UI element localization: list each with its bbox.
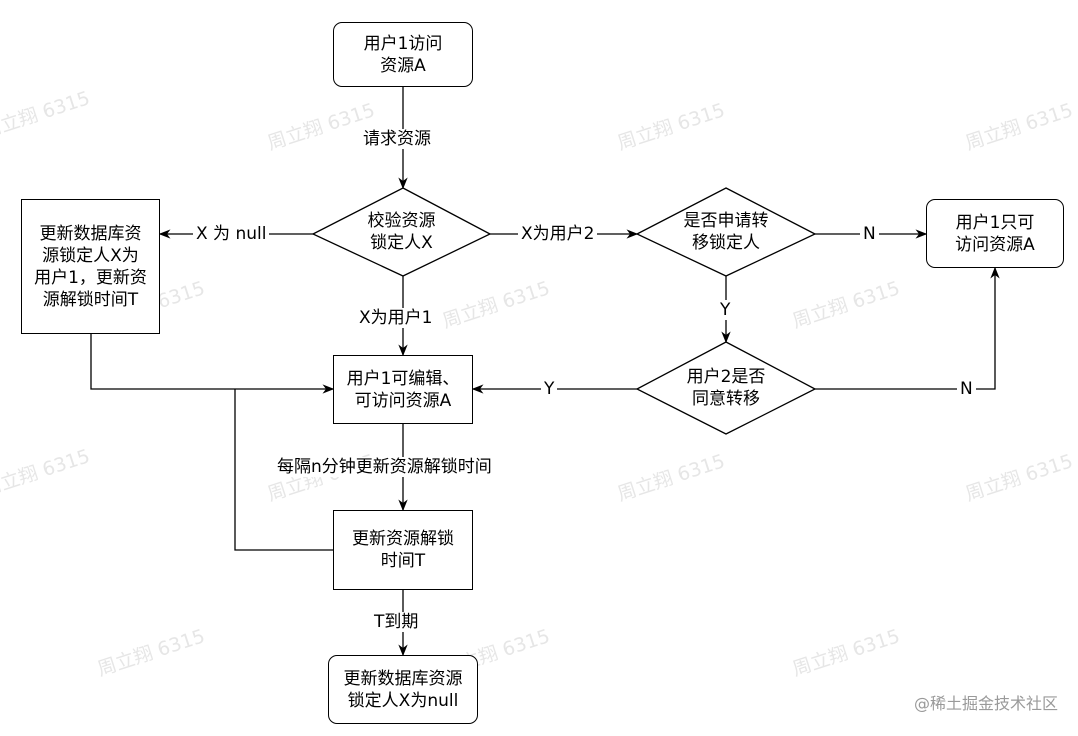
edge-update-lock-to-editable: [90, 334, 335, 394]
node-start: 用户1访问资源A: [333, 22, 473, 87]
label-request: 请求资源: [360, 129, 434, 149]
label-every-n-min: 每隔n分钟更新资源解锁时间: [274, 457, 495, 477]
node-end: 更新数据库资源锁定人X为null: [328, 655, 478, 724]
agree-diamond: [635, 341, 817, 435]
label-x-null: X 为 null: [193, 224, 270, 244]
label-x-user1: X为用户1: [356, 308, 436, 328]
label-x-user2: X为用户2: [518, 224, 598, 244]
label-y-left: Y: [541, 379, 558, 399]
node-editable: 用户1可编辑、可访问资源A: [333, 355, 473, 424]
brand-watermark: @稀土掘金技术社区: [913, 694, 1058, 713]
edge-agree-to-only-access: [815, 266, 1000, 390]
node-only-access: 用户1只可访问资源A: [926, 199, 1064, 268]
label-n-top: N: [860, 224, 879, 244]
label-n-bottom: N: [957, 379, 976, 399]
label-y-mid: Y: [717, 300, 734, 320]
apply-transfer-diamond: [635, 187, 817, 277]
label-t-expire: T到期: [371, 612, 422, 632]
edge-update-time-loop: [234, 389, 333, 551]
check-diamond: [311, 187, 492, 277]
node-update-time: 更新资源解锁时间T: [333, 510, 473, 590]
node-update-lock: 更新数据库资源锁定人X为用户1，更新资源解锁时间T: [21, 199, 160, 334]
